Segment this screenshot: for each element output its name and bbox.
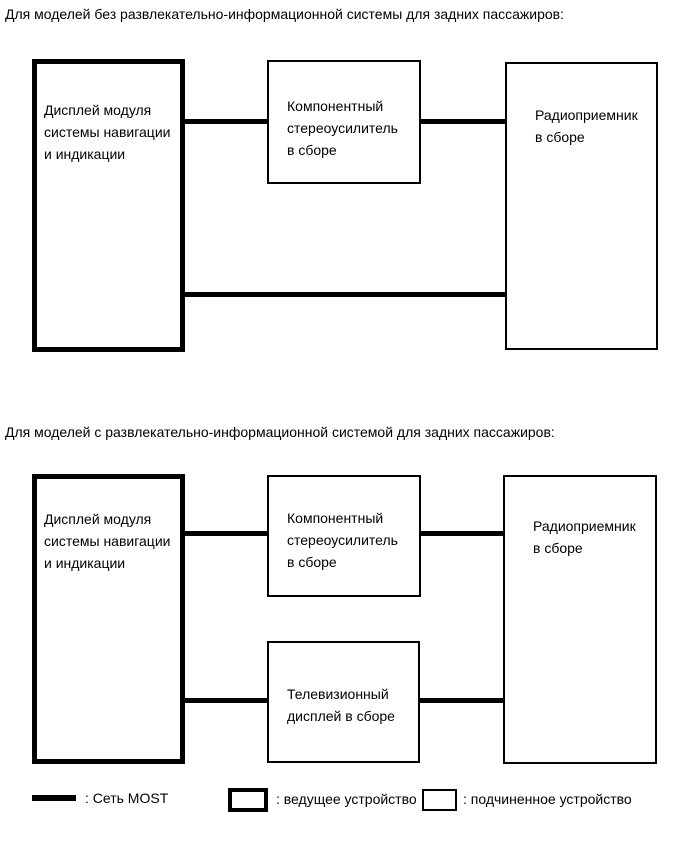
node-display-module-2: Дисплей модуля системы навигации и индик…	[32, 474, 185, 764]
legend-most-label: : Сеть MOST	[85, 790, 169, 806]
most-line-amplifier-to-radio-1	[421, 119, 505, 124]
node-stereo-amplifier-2: Компонентный стереоусилитель в сборе	[267, 475, 421, 597]
most-line-display-to-tv-2	[185, 698, 267, 703]
node-radio-receiver-2: Радиоприемник в сборе	[503, 475, 657, 764]
section-title-with-rse: Для моделей с развлекательно-информацион…	[5, 424, 555, 440]
legend-slave-label: : подчиненное устройство	[463, 791, 632, 807]
most-line-display-to-radio-1	[185, 292, 505, 297]
most-line-amplifier-to-radio-2	[421, 531, 503, 536]
most-line-display-to-amplifier-2	[185, 531, 267, 536]
node-display-module-1: Дисплей модуля системы навигации и индик…	[32, 59, 185, 352]
node-radio-receiver-1: Радиоприемник в сборе	[505, 62, 658, 350]
legend-master-label: : ведущее устройство	[276, 791, 417, 807]
section-title-without-rse: Для моделей без развлекательно-информаци…	[5, 6, 565, 22]
legend-master-device-swatch	[228, 788, 268, 812]
most-line-tv-to-radio-2	[420, 698, 503, 703]
node-stereo-amplifier-1: Компонентный стереоусилитель в сборе	[267, 60, 421, 184]
legend-most-line-swatch	[32, 795, 76, 801]
most-line-display-to-amplifier-1	[185, 119, 267, 124]
node-tv-display-2: Телевизионный дисплей в сборе	[267, 641, 420, 763]
legend-slave-device-swatch	[422, 789, 457, 811]
